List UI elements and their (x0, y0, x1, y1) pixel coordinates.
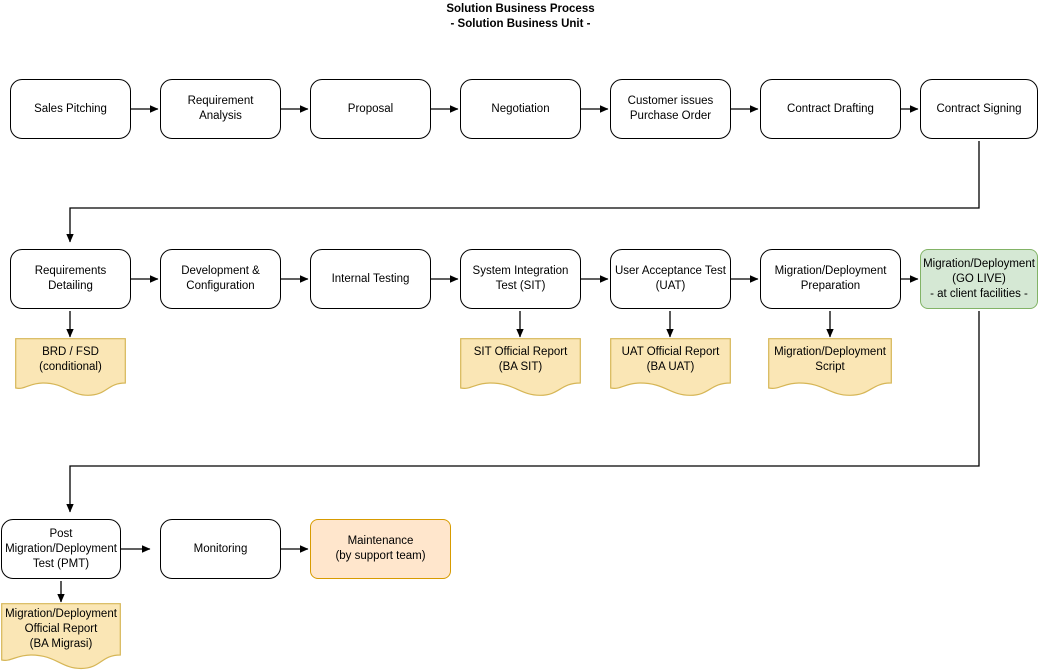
node-maintenance[interactable]: Maintenance (by support team) (310, 519, 451, 579)
node-label: Negotiation (491, 102, 550, 115)
node-label: Maintenance (by support team) (335, 535, 426, 562)
node-monitoring[interactable]: Monitoring (160, 519, 281, 579)
node-label: Migration/Deployment (GO LIVE) - at clie… (923, 257, 1035, 300)
node-development-configuration[interactable]: Development & Configuration (160, 249, 281, 309)
document-brd-fsd[interactable]: BRD / FSD (conditional) (15, 338, 126, 396)
node-label: Development & Configuration (181, 265, 260, 292)
node-label: Post Migration/Deployment Test (PMT) (5, 527, 117, 570)
node-requirement-analysis[interactable]: Requirement Analysis (160, 79, 281, 139)
diagram-title-line2: - Solution Business Unit - (450, 18, 591, 30)
node-label: Requirements Detailing (34, 265, 107, 292)
node-label: Contract Signing (936, 102, 1022, 115)
node-label: Customer issues Purchase Order (627, 95, 714, 122)
node-label: Internal Testing (331, 272, 410, 285)
document-migration-deployment-official-report[interactable]: Migration/Deployment Official Report (BA… (1, 603, 121, 670)
node-label: Proposal (347, 102, 394, 115)
document-label: Migration/Deployment Official Report (BA… (5, 608, 117, 650)
document-label: UAT Official Report (BA UAT) (621, 346, 720, 373)
node-label: System Integration Test (SIT) (472, 265, 569, 292)
document-sit-official-report[interactable]: SIT Official Report (BA SIT) (460, 338, 581, 396)
node-migration-deployment-preparation[interactable]: Migration/Deployment Preparation (760, 249, 901, 309)
document-uat-official-report[interactable]: UAT Official Report (BA UAT) (610, 338, 731, 396)
diagram-title: Solution Business Process - Solution Bus… (0, 0, 1041, 32)
node-requirements-detailing[interactable]: Requirements Detailing (10, 249, 131, 309)
node-proposal[interactable]: Proposal (310, 79, 431, 139)
node-contract-signing[interactable]: Contract Signing (920, 79, 1038, 139)
node-contract-drafting[interactable]: Contract Drafting (760, 79, 901, 139)
node-sales-pitching[interactable]: Sales Pitching (10, 79, 131, 139)
document-label: BRD / FSD (conditional) (39, 346, 102, 373)
document-label: SIT Official Report (BA SIT) (473, 346, 568, 373)
node-customer-issues-purchase-order[interactable]: Customer issues Purchase Order (610, 79, 731, 139)
node-label: User Acceptance Test (UAT) (614, 265, 726, 292)
node-system-integration-test[interactable]: System Integration Test (SIT) (460, 249, 581, 309)
edge-signing-to-requirements-detailing (66, 141, 980, 243)
node-label: Migration/Deployment Preparation (774, 265, 887, 292)
node-label: Sales Pitching (34, 102, 107, 115)
diagram-title-line1: Solution Business Process (446, 3, 595, 15)
node-label: Contract Drafting (787, 102, 874, 115)
node-migration-deployment-go-live[interactable]: Migration/Deployment (GO LIVE) - at clie… (920, 249, 1038, 309)
document-shape (1, 603, 121, 670)
node-user-acceptance-test[interactable]: User Acceptance Test (UAT) (610, 249, 731, 309)
node-negotiation[interactable]: Negotiation (460, 79, 581, 139)
document-migration-deployment-script[interactable]: Migration/Deployment Script (768, 338, 892, 396)
document-label: Migration/Deployment Script (774, 346, 886, 373)
node-label: Requirement Analysis (187, 95, 254, 122)
node-post-migration-deployment-test[interactable]: Post Migration/Deployment Test (PMT) (1, 519, 121, 579)
node-label: Monitoring (193, 542, 248, 555)
node-internal-testing[interactable]: Internal Testing (310, 249, 431, 309)
